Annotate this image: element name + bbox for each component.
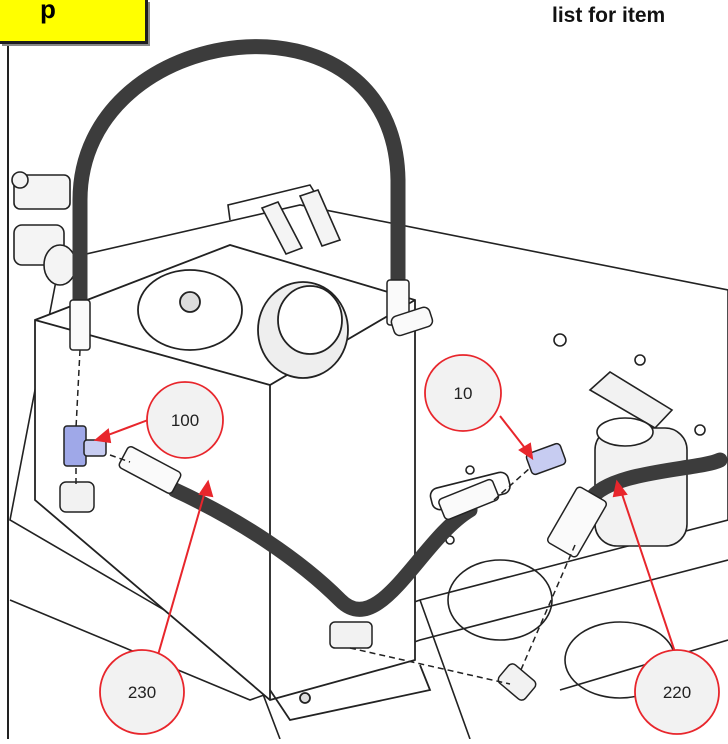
- left-valve-assembly: [11, 171, 77, 286]
- lower-hose-fitting-left: [118, 445, 182, 495]
- callout-100[interactable]: 100: [146, 381, 224, 459]
- note-tab-text: p: [40, 0, 56, 24]
- elbow-fitting: [390, 306, 434, 337]
- note-tab: p: [0, 0, 148, 44]
- callout-label: 100: [171, 411, 199, 430]
- lower-hose-230: [167, 482, 478, 617]
- callout-10[interactable]: 10: [424, 354, 502, 432]
- upper-hose-fitting-left: [69, 299, 91, 351]
- callout-label: 220: [663, 683, 691, 702]
- return-filter: [588, 371, 688, 547]
- right-hose-fitting: [546, 486, 608, 558]
- callout-220[interactable]: 220: [634, 649, 720, 735]
- tee-fitting-100: [63, 425, 107, 467]
- callout-label: 230: [128, 683, 156, 702]
- upper-hose: [72, 39, 406, 338]
- caption-text: list for item: [552, 4, 666, 27]
- callout-230[interactable]: 230: [99, 649, 185, 735]
- hydraulic-tank: [34, 244, 432, 722]
- leader-arrows: [93, 415, 677, 656]
- callout-label: 10: [454, 384, 473, 403]
- mount-bracket: [260, 189, 342, 255]
- adapter-fitting-10: [525, 442, 567, 476]
- floor-elbow-fitting: [497, 663, 537, 701]
- assembly-lines: [75, 349, 576, 685]
- lower-hose-fitting-right: [438, 478, 500, 521]
- bottom-elbow-fitting: [59, 481, 95, 513]
- lower-hose-end-nut: [329, 621, 373, 649]
- right-hose-220: [582, 452, 728, 508]
